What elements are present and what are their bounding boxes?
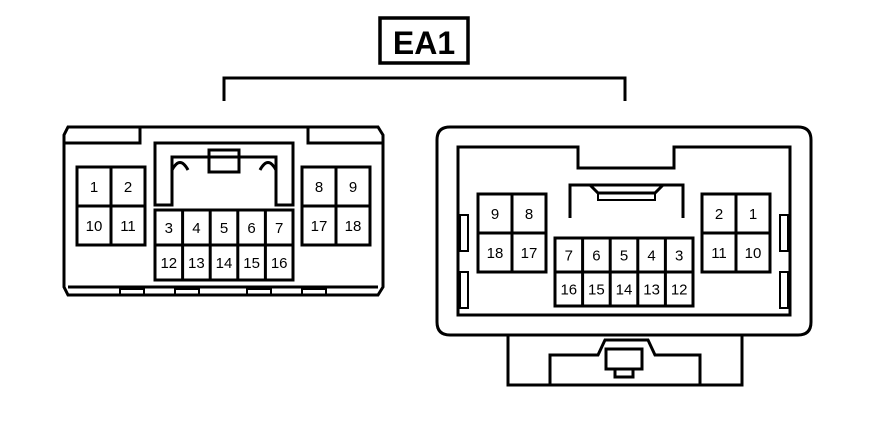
pin-label: 11	[120, 218, 136, 235]
pin-label: 9	[491, 206, 499, 223]
pin-label: 12	[671, 282, 688, 299]
pin-label: 1	[90, 179, 98, 196]
pin-label: 4	[192, 220, 200, 237]
pin-label: 11	[711, 245, 727, 262]
pin-label: 3	[675, 248, 683, 265]
pin-label: 14	[616, 282, 633, 299]
pin-label: 10	[86, 218, 103, 235]
pin-label: 12	[160, 255, 177, 272]
right-connector-cells	[476, 192, 772, 308]
pin-label: 13	[188, 255, 205, 272]
connector-title: EA1	[393, 25, 455, 61]
pin-label: 8	[525, 206, 533, 223]
pin-label: 2	[715, 206, 723, 223]
pin-label: 1	[749, 206, 757, 223]
pin-label: 10	[745, 245, 762, 262]
pin-label: 15	[243, 255, 260, 272]
pin-label: 5	[220, 220, 228, 237]
pin-label: 5	[620, 248, 628, 265]
pin-label: 18	[487, 245, 504, 262]
connector-bracket	[222, 76, 627, 101]
pin-label: 16	[271, 255, 288, 272]
pin-label: 9	[349, 179, 357, 196]
pin-label: 7	[275, 220, 283, 237]
pin-label: 3	[165, 220, 173, 237]
pin-label: 7	[565, 248, 573, 265]
pin-label: 14	[216, 255, 233, 272]
pin-label: 6	[592, 248, 600, 265]
pin-label: 17	[311, 218, 328, 235]
left-connector-cells	[75, 165, 372, 282]
left-connector-body	[62, 125, 385, 297]
right-connector-body	[435, 125, 813, 387]
pin-label: 2	[124, 179, 132, 196]
pin-label: 17	[521, 245, 538, 262]
pin-label: 6	[247, 220, 255, 237]
title-box	[378, 16, 470, 65]
pin-label: 18	[345, 218, 362, 235]
pin-label: 8	[315, 179, 323, 196]
pin-label: 15	[588, 282, 605, 299]
pin-label: 13	[643, 282, 660, 299]
pin-label: 16	[560, 282, 577, 299]
pin-label: 4	[647, 248, 655, 265]
